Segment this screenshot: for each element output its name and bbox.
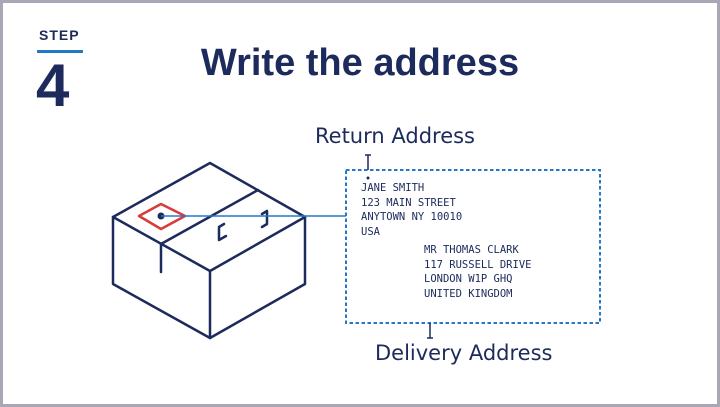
return-address-label: Return Address: [315, 124, 475, 148]
delivery-address-line: LONDON W1P GHQ: [424, 273, 513, 285]
delivery-address-label: Delivery Address: [375, 341, 553, 365]
delivery-pointer: [427, 323, 433, 339]
bracket-left: [217, 222, 228, 242]
box-tape-seam: [159, 188, 260, 246]
box-top-edge: [111, 215, 307, 273]
step-number: 4: [36, 52, 70, 119]
page-title: Write the address: [200, 42, 520, 84]
bracket-right: [260, 209, 269, 229]
return-address-line: USA: [361, 225, 380, 238]
envelope-outline: [345, 169, 601, 324]
return-address-line: JANE SMITH: [361, 182, 425, 194]
parcel-box-icon: [111, 161, 307, 340]
delivery-address-line: 117 RUSSELL DRIVE: [424, 258, 532, 271]
delivery-address-line: UNITED KINGDOM: [424, 287, 513, 300]
return-pointer-dot: [366, 176, 370, 180]
return-pointer: [365, 154, 371, 170]
step-divider: [37, 50, 83, 53]
return-address-line: ANYTOWN NY 10010: [361, 211, 463, 223]
return-address-block: JANE SMITH 123 MAIN STREET ANYTOWN NY 10…: [361, 181, 462, 239]
return-address-line: 123 MAIN STREET: [361, 196, 456, 209]
delivery-address-block: MR THOMAS CLARK 117 RUSSELL DRIVE LONDON…: [424, 243, 531, 301]
delivery-address-line: MR THOMAS CLARK: [424, 244, 519, 256]
step-label: STEP: [39, 27, 80, 43]
box-outline: [111, 161, 307, 340]
